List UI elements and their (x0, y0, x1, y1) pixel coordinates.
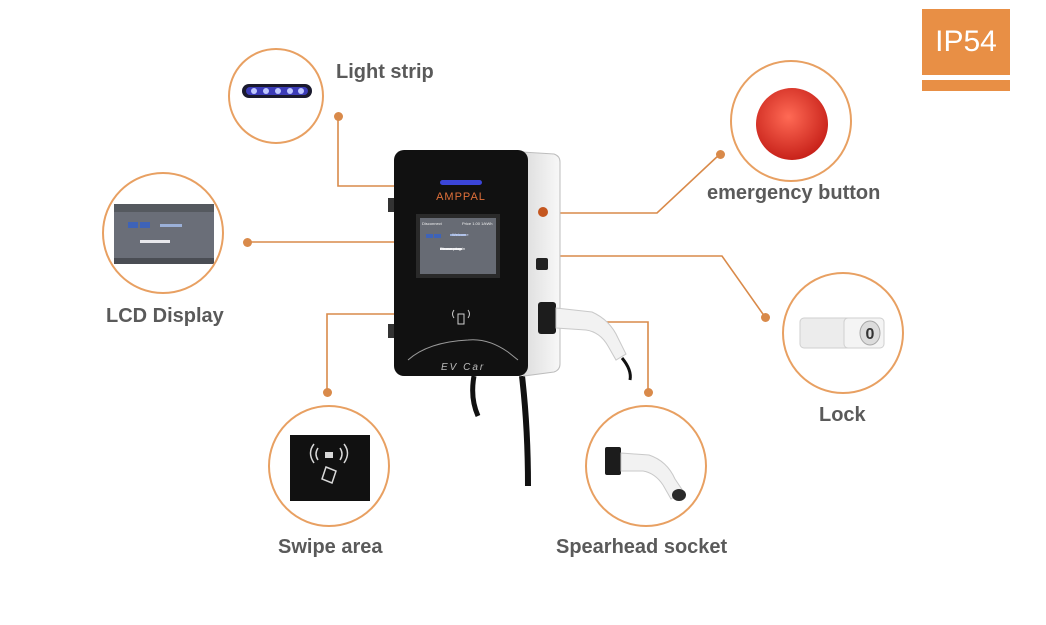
charger-brand-logo: AMPPAL (436, 191, 486, 203)
screen-welcome: Welcome (452, 232, 469, 237)
lcd-screen-thumbnail (114, 204, 214, 264)
leader-light-strip (337, 116, 400, 187)
lcd-display-circle (102, 172, 224, 294)
lock-circle: 0 (782, 272, 904, 394)
dot-lock (761, 313, 770, 322)
charging-cable (519, 375, 531, 487)
screen-prompt: Please plug in (440, 246, 466, 251)
charger-decal-text: EV Car (441, 362, 486, 373)
emergency-button-label: emergency button (707, 182, 881, 204)
spearhead-socket-circle (585, 405, 707, 527)
leader-swipe (326, 313, 400, 392)
dot-socket (644, 388, 653, 397)
swipe-area-label: Swipe area (278, 536, 383, 558)
leader-socket (604, 321, 649, 392)
ip-rating-text: IP54 (922, 9, 1010, 75)
red-mushroom-button-icon (756, 88, 828, 160)
emergency-button-circle (730, 60, 852, 182)
key-lock-icon: 0 (799, 317, 885, 349)
lock-label: Lock (819, 404, 866, 426)
input-cable (470, 375, 481, 418)
leader-emergency (553, 153, 721, 214)
screen-header-right: Price 1.00 1/kWh (462, 221, 493, 226)
contactless-card-icon (290, 435, 370, 501)
spearhead-socket-label: Spearhead socket (556, 536, 728, 558)
screen-header-left: Disconnect (422, 221, 442, 226)
ip-rating-strip (922, 80, 1010, 91)
light-strip-circle (228, 48, 324, 144)
leader-lock (553, 255, 766, 318)
ev-charger (388, 150, 632, 487)
dot-emergency (716, 150, 725, 159)
dot-lcd (243, 238, 252, 247)
dot-swipe (323, 388, 332, 397)
swipe-area-circle (268, 405, 390, 527)
lcd-display-label: LCD Display (106, 305, 224, 327)
light-strip-label: Light strip (336, 61, 434, 83)
light-strip-icon (242, 84, 312, 98)
charger-screen (420, 218, 496, 274)
dot-light-strip (334, 112, 343, 121)
ip-rating-badge: IP54 (922, 9, 1010, 91)
charging-plug-icon (605, 447, 686, 501)
svg-text:0: 0 (866, 326, 875, 343)
charger-nfc-icon (452, 309, 470, 325)
